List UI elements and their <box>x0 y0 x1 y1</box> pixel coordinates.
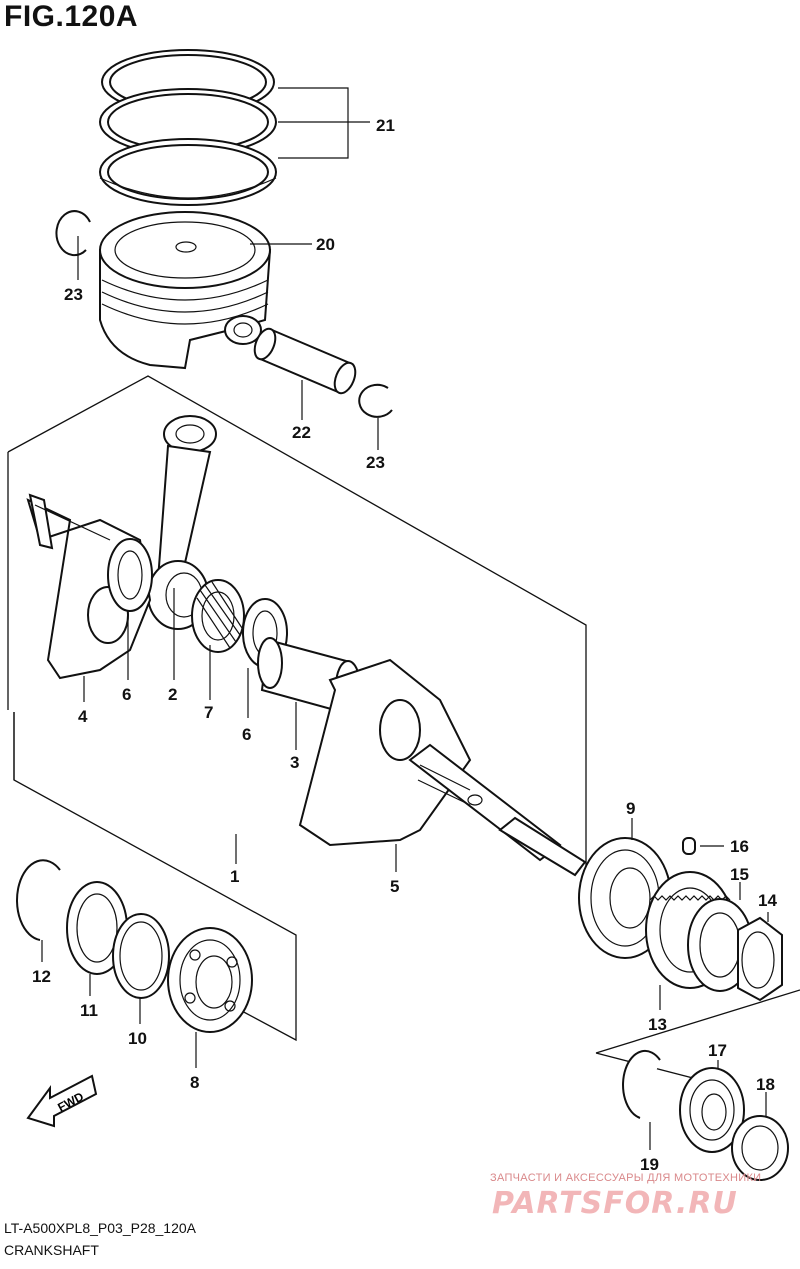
callout-13: 13 <box>648 1015 667 1034</box>
callout-1: 1 <box>230 867 239 886</box>
right-crank-web[interactable] <box>298 658 587 877</box>
shim-10[interactable] <box>112 913 170 999</box>
callout-4: 4 <box>78 707 88 726</box>
connecting-rod[interactable] <box>147 415 217 630</box>
callout-12: 12 <box>32 967 51 986</box>
piston-pin-circlip-right[interactable] <box>358 383 393 418</box>
callout-7: 7 <box>204 703 213 722</box>
watermark-tagline: ЗАПЧАСТИ И АКСЕССУАРЫ ДЛЯ МОТОТЕХНИКИ <box>490 1172 762 1184</box>
bearing-17[interactable] <box>679 1067 745 1153</box>
callout-labels: 21 20 23 22 23 6 2 4 7 6 3 9 16 1 5 15 1… <box>32 116 777 1174</box>
piston-pin[interactable] <box>251 326 360 396</box>
callout-6-right: 6 <box>242 725 251 744</box>
callout-9: 9 <box>626 799 635 818</box>
oil-seal-18[interactable] <box>731 1115 789 1181</box>
callout-14: 14 <box>758 891 777 910</box>
circlip-12[interactable] <box>16 859 61 941</box>
figure-subtitle: CRANKSHAFT <box>4 1242 99 1258</box>
callout-8: 8 <box>190 1073 199 1092</box>
figure-title: FIG.120A <box>4 0 139 33</box>
callout-20: 20 <box>316 235 335 254</box>
circlip-19[interactable] <box>622 1049 661 1119</box>
callout-22: 22 <box>292 423 311 442</box>
leader-lines <box>41 87 769 1150</box>
needle-bearing[interactable] <box>191 579 245 653</box>
key-16[interactable] <box>682 837 696 855</box>
piston-rings[interactable] <box>99 49 277 206</box>
crankshaft-assembly-outline <box>7 375 587 1042</box>
thrust-washer-left[interactable] <box>107 538 153 612</box>
callout-21: 21 <box>376 116 395 135</box>
callout-15: 15 <box>730 865 749 884</box>
piston-pin-circlip-left[interactable] <box>55 210 91 257</box>
callout-17: 17 <box>708 1041 727 1060</box>
nut-14[interactable] <box>737 916 783 1002</box>
forward-direction-arrow: FWD <box>26 1074 98 1128</box>
callout-5: 5 <box>390 877 399 896</box>
figure-reference-code: LT-A500XPL8_P03_P28_120A <box>4 1220 197 1236</box>
callout-11: 11 <box>80 1001 98 1020</box>
piston[interactable] <box>99 211 272 370</box>
watermark-logo: PARTSFOR.RU <box>492 1186 738 1221</box>
callout-18: 18 <box>756 1075 775 1094</box>
callout-23-lower: 23 <box>366 453 385 472</box>
callout-16: 16 <box>730 837 749 856</box>
callout-10: 10 <box>128 1029 147 1048</box>
callout-2: 2 <box>168 685 177 704</box>
ball-bearing-8[interactable] <box>167 927 253 1033</box>
callout-23-upper: 23 <box>64 285 83 304</box>
callout-6-left: 6 <box>122 685 131 704</box>
callout-19: 19 <box>640 1155 659 1174</box>
callout-3: 3 <box>290 753 299 772</box>
